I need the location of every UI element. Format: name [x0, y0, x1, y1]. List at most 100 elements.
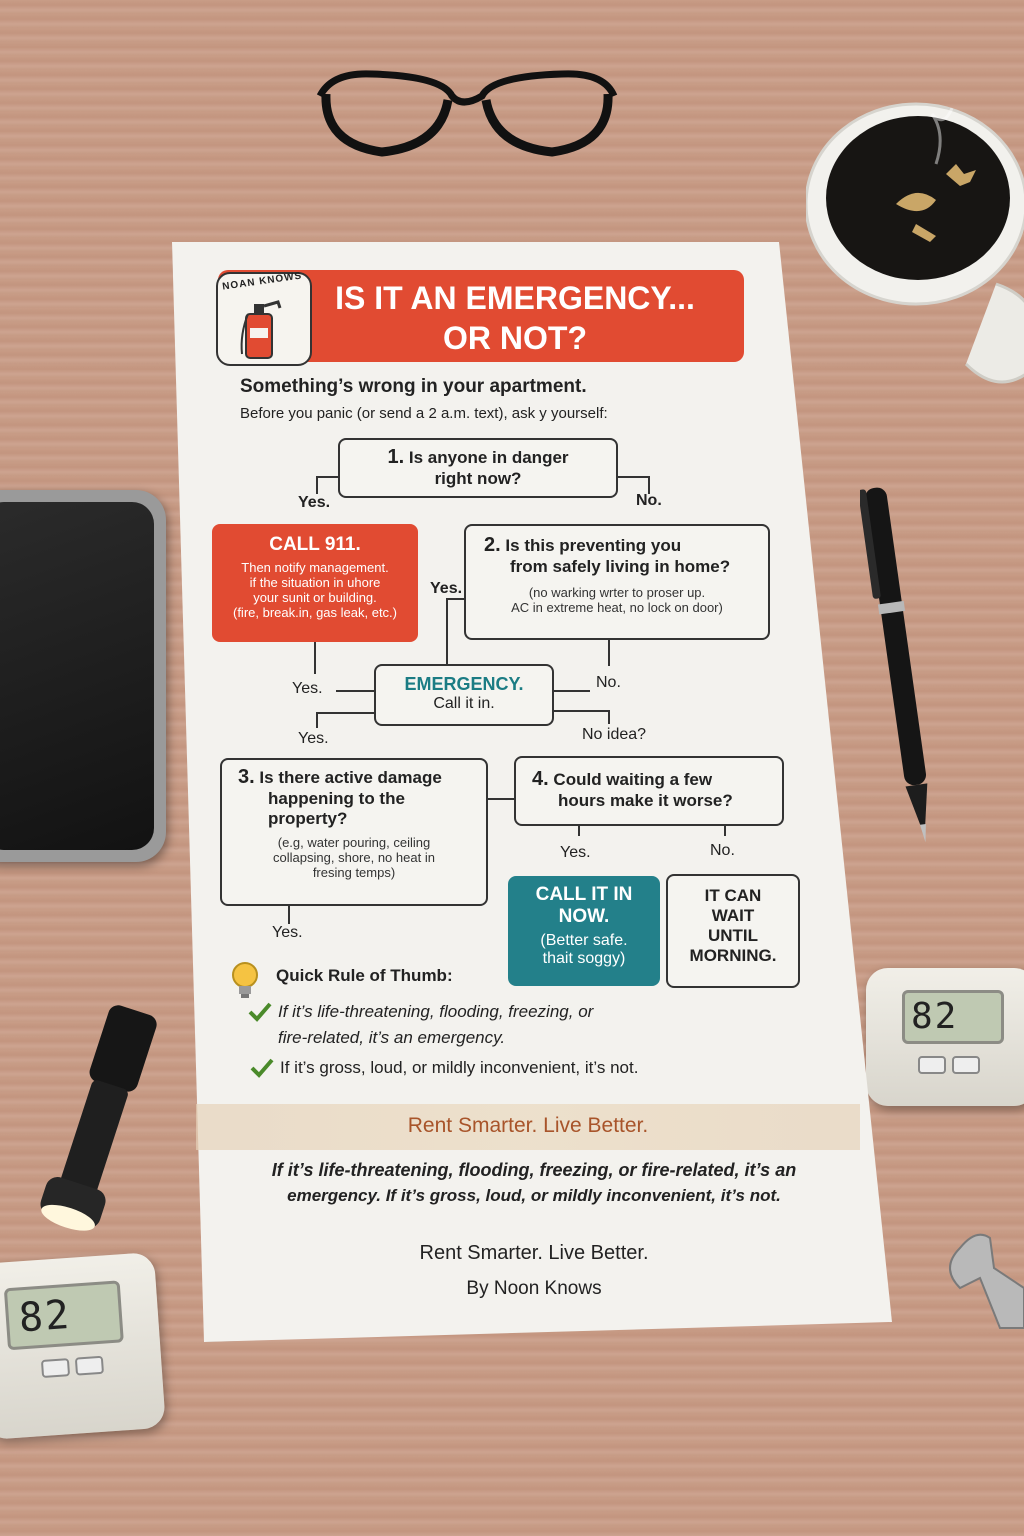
connector — [552, 710, 610, 712]
rule-1-text: If it’s life-threatening, flooding, free… — [278, 1002, 594, 1021]
connector — [614, 476, 650, 478]
connector — [316, 712, 318, 728]
emergency-box: EMERGENCY. Call it in. — [374, 664, 554, 726]
answer-yes-label: Yes. — [430, 580, 463, 597]
call-911-text: if the situation in uhore — [249, 575, 381, 590]
rule-1-text: fire-related, it’s an emergency. — [278, 1028, 506, 1047]
can-wait-box: IT CAN WAIT UNTIL MORNING. — [666, 874, 800, 988]
fire-extinguisher-icon — [240, 300, 282, 359]
coffee-cup — [806, 102, 1024, 384]
connector — [482, 798, 514, 800]
emergency-subtext: Call it in. — [433, 695, 495, 712]
eyeglasses — [316, 70, 618, 157]
page-title: IS IT AN EMERGENCY... OR NOT? — [300, 278, 730, 358]
intro-subtext: Before you panic (or send a 2 a.m. text)… — [240, 405, 608, 422]
question-note: (no warking wrter to proser up. — [528, 585, 706, 600]
connector — [446, 598, 448, 664]
question-text: Could waiting a few — [553, 770, 713, 789]
summary-text: If it’s life-threatening, flooding, free… — [271, 1160, 797, 1180]
intro-heading: Something’s wrong in your apartment. — [240, 376, 587, 397]
thermostat: 82 — [0, 1251, 166, 1441]
call-now-note: (Better safe. — [540, 932, 628, 949]
question-2-box: 2. Is this preventing you from safely li… — [464, 524, 770, 640]
call-911-text: Then notify management. — [241, 560, 389, 575]
question-number: 3. — [238, 766, 255, 788]
answer-no-label: No. — [710, 842, 735, 859]
connector — [608, 638, 610, 666]
connector — [608, 710, 610, 724]
can-wait-text: WAIT — [711, 906, 755, 925]
connector — [314, 642, 316, 674]
question-text: Is anyone in danger — [408, 448, 569, 467]
question-note: fresing temps) — [312, 865, 396, 880]
connector — [288, 904, 290, 924]
tagline-band — [196, 1104, 860, 1150]
question-text: Is this preventing you — [505, 536, 682, 555]
question-text: right now? — [434, 469, 522, 488]
call-911-text: your sunit or building. — [253, 590, 377, 605]
answer-yes-label: Yes. — [298, 494, 331, 511]
question-note: (e.g, water pouring, ceiling — [277, 835, 431, 850]
wrench — [949, 1233, 1024, 1329]
answer-no-label: No. — [636, 492, 662, 509]
lightbulb-icon — [232, 962, 258, 998]
connector — [336, 690, 374, 692]
answer-unsure-label: No idea? — [582, 726, 647, 743]
question-1-box: 1. Is anyone in danger right now? — [338, 438, 618, 498]
call-911-text: (fire, break.in, gas leak, etc.) — [232, 605, 397, 620]
thermostat: 82 — [866, 968, 1024, 1106]
question-3-box: 3. Is there active damage happening to t… — [220, 758, 488, 906]
connector — [724, 822, 726, 836]
connector — [552, 690, 590, 692]
question-text: hours make it worse? — [558, 791, 733, 810]
can-wait-text: UNTIL — [707, 926, 759, 945]
thermostat-buttons — [40, 1355, 105, 1379]
answer-yes-label: Yes. — [298, 730, 329, 747]
call-911-heading: CALL 911. — [269, 534, 361, 555]
brand-logo — [216, 272, 312, 366]
pen — [860, 487, 928, 843]
question-text: happening to the — [268, 789, 405, 808]
answer-no-label: No. — [596, 674, 621, 691]
connector — [316, 476, 318, 494]
question-note: collapsing, shore, no heat in — [273, 850, 435, 865]
flashlight — [40, 1005, 157, 1231]
checkmark-icon — [248, 1002, 272, 1022]
call-911-box: CALL 911. Then notify management. if the… — [212, 524, 418, 642]
title-line: OR NOT? — [443, 320, 587, 356]
footer-tagline: Rent Smarter. Live Better. — [419, 1242, 649, 1264]
call-now-box: CALL IT IN NOW. (Better safe. thait sogg… — [508, 876, 660, 986]
connector — [578, 822, 580, 836]
question-number: 1. — [387, 446, 405, 468]
connector — [316, 476, 338, 478]
answer-yes-label: Yes. — [272, 924, 303, 941]
title-line: IS IT AN EMERGENCY... — [335, 280, 695, 316]
band-tagline: Rent Smarter. Live Better. — [407, 1114, 649, 1137]
can-wait-text: IT CAN — [704, 886, 762, 905]
connector — [648, 476, 650, 494]
rule-2-text: If it’s gross, loud, or mildly inconveni… — [280, 1058, 639, 1077]
call-now-note: thait soggy) — [542, 950, 626, 967]
question-number: 4. — [532, 768, 549, 790]
connector — [446, 598, 466, 600]
smartphone — [0, 490, 166, 862]
can-wait-text: MORNING. — [689, 946, 777, 965]
question-text: Is there active damage — [259, 768, 442, 787]
checkmark-icon — [250, 1058, 274, 1078]
thermostat-buttons — [918, 1056, 980, 1074]
emergency-heading: EMERGENCY. — [404, 674, 524, 694]
call-now-heading: NOW. — [558, 906, 610, 927]
question-text: from safely living in home? — [510, 557, 731, 576]
thermostat-display: 82 — [902, 990, 1004, 1044]
summary-text: emergency. If it’s gross, loud, or mildl… — [287, 1186, 781, 1205]
answer-yes-label: Yes. — [292, 680, 323, 697]
call-now-heading: CALL IT IN — [535, 884, 633, 905]
question-note: AC in extreme heat, no lock on door) — [511, 600, 723, 615]
rule-heading: Quick Rule of Thumb: — [276, 966, 453, 985]
answer-yes-label: Yes. — [560, 844, 591, 861]
question-4-box: 4. Could waiting a few hours make it wor… — [514, 756, 784, 826]
footer-byline: By Noon Knows — [466, 1278, 602, 1299]
question-number: 2. — [484, 534, 501, 556]
question-text: property? — [268, 809, 348, 828]
thermostat-display: 82 — [3, 1280, 124, 1351]
